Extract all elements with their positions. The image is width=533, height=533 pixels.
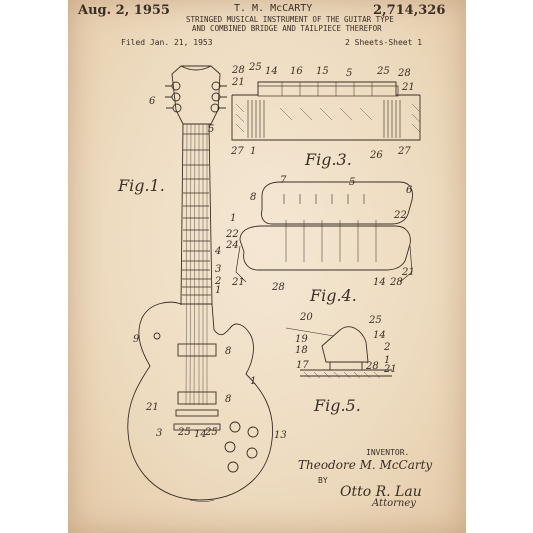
fig4-ref-21b: 21 (402, 267, 415, 278)
ref-14: 14 (194, 429, 207, 440)
fig5-ref-20: 20 (300, 312, 313, 323)
fig4-ref-28b: 28 (390, 277, 403, 288)
fig1-label: Fig.1. (118, 176, 165, 195)
fig4-ref-7: 7 (280, 175, 287, 186)
headstock-crown (180, 65, 212, 71)
ref-5: 5 (208, 124, 215, 135)
patent-inventor-header: T. M. McCARTY (234, 3, 313, 14)
fig3-ref-1: 1 (250, 146, 257, 157)
fig4-ref-22b: 22 (394, 210, 407, 221)
fig4-ref-6: 6 (406, 185, 413, 196)
fig3-drawing (231, 81, 421, 141)
fig3-ref-21b: 21 (402, 82, 415, 93)
fig4-ref-22a: 22 (226, 229, 239, 240)
ref-8b: 8 (225, 394, 232, 405)
fig5-drawing (285, 326, 392, 379)
fig3-ref-25a: 25 (249, 62, 262, 73)
fig4-ref-28a: 28 (272, 282, 285, 293)
patent-title-line-2: AND COMBINED BRIDGE AND TAILPIECE THEREF… (192, 24, 382, 33)
fig5-ref-14: 14 (373, 330, 386, 341)
filed-date: Filed Jan. 21, 1953 (121, 38, 213, 47)
fig5-ref-21: 21 (384, 364, 397, 375)
fig5-ref-19: 19 (295, 334, 308, 345)
ref-8a: 8 (225, 346, 232, 357)
tuning-pegs (165, 81, 227, 113)
fig3-ref-25b: 25 (377, 66, 390, 77)
by-label: BY (318, 476, 328, 485)
fig5-ref-17: 17 (296, 360, 309, 371)
patent-date: Aug. 2, 1955 (78, 3, 170, 18)
bridge (175, 409, 219, 417)
guitar-figure (127, 65, 274, 502)
headstock (171, 65, 221, 125)
control-knobs (224, 421, 259, 473)
patent-title-line-1: STRINGED MUSICAL INSTRUMENT OF THE GUITA… (186, 15, 394, 24)
fig3-ref-5: 5 (346, 68, 353, 79)
guitar-body (127, 301, 274, 501)
ref-6: 6 (149, 96, 156, 107)
fig3-ref-26: 26 (370, 150, 383, 161)
tailpiece (173, 423, 221, 431)
ref-1: 1 (215, 285, 222, 296)
attorney-signature: Otto R. Lau (340, 484, 422, 500)
fig4-ref-1: 1 (230, 213, 237, 224)
ref-21: 21 (146, 402, 159, 413)
fig4-ref-21a: 21 (232, 277, 245, 288)
fig5-ref-18: 18 (295, 345, 308, 356)
fig4-drawing (235, 181, 413, 283)
fig3-ref-14: 14 (265, 66, 278, 77)
inventor-signature: Theodore M. McCarty (298, 458, 433, 472)
sheet-count: 2 Sheets-Sheet 1 (345, 38, 423, 47)
ref-2: 2 (215, 276, 222, 287)
fig3-label: Fig.3. (305, 150, 352, 169)
ref-9: 9 (133, 334, 140, 345)
fig3-ref-21a: 21 (232, 77, 245, 88)
frets (182, 133, 211, 296)
fig5-ref-25: 25 (369, 315, 382, 326)
fig3-ref-27b: 27 (398, 146, 411, 157)
fig5-ref-28: 28 (366, 361, 379, 372)
neck-pickup (177, 343, 217, 357)
pickup-selector (153, 332, 161, 340)
ref-13: 13 (274, 430, 287, 441)
patent-number: 2,714,326 (373, 3, 446, 18)
fig3-ref-16: 16 (290, 66, 303, 77)
fig5-ref-2: 2 (384, 342, 391, 353)
ref-25a: 25 (178, 427, 191, 438)
fig4-ref-8: 8 (250, 192, 257, 203)
fig3-ref-28b: 28 (398, 68, 411, 79)
fig4-ref-5: 5 (349, 177, 356, 188)
attorney-label: Attorney (372, 498, 416, 509)
ref-3: 3 (215, 264, 222, 275)
fig3-ref-15: 15 (316, 66, 329, 77)
fig3-ref-28a: 28 (232, 65, 245, 76)
fig5-label: Fig.5. (314, 396, 361, 415)
fig5-ref-1: 1 (384, 355, 391, 366)
ref-4: 4 (215, 246, 222, 257)
ref-25b: 25 (205, 427, 218, 438)
fig4-label: Fig.4. (310, 286, 357, 305)
bridge-pickup (177, 391, 217, 405)
fig4-ref-24: 24 (226, 240, 239, 251)
inventor-label: INVENTOR. (366, 448, 410, 457)
neck (180, 123, 213, 306)
strings (185, 123, 208, 406)
ref-3b: 3 (156, 428, 163, 439)
fig4-ref-14: 14 (373, 277, 386, 288)
fig3-ref-27a: 27 (231, 146, 244, 157)
ref-1b: 1 (250, 376, 257, 387)
